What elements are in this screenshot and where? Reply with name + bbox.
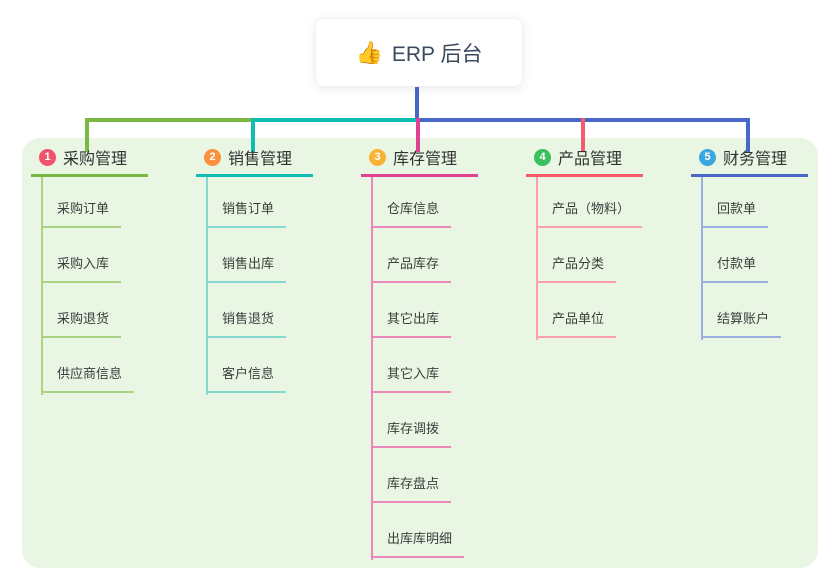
- branch-vertical-line: [701, 177, 703, 340]
- branch-vertical-line: [536, 177, 538, 340]
- root-node-label: ERP 后台: [391, 42, 483, 66]
- child-node-出库库明细[interactable]: 出库库明细: [371, 530, 465, 558]
- drop-line: [746, 118, 750, 152]
- child-node-采购入库[interactable]: 采购入库: [41, 255, 122, 283]
- branch-label: 产品管理: [558, 151, 623, 168]
- panel-background: [22, 138, 818, 568]
- branch-node-产品管理[interactable]: 4 产品管理: [526, 146, 643, 177]
- thumbs-up-icon: 👍: [355, 39, 383, 65]
- child-node-采购退货[interactable]: 采购退货: [41, 310, 122, 338]
- child-node-产品分类[interactable]: 产品分类: [536, 255, 617, 283]
- child-node-供应商信息[interactable]: 供应商信息: [41, 365, 135, 393]
- child-node-销售出库[interactable]: 销售出库: [206, 255, 287, 283]
- drop-line: [85, 118, 89, 152]
- drop-line: [251, 118, 255, 152]
- child-node-产品库存[interactable]: 产品库存: [371, 255, 452, 283]
- child-node-其它出库[interactable]: 其它出库: [371, 310, 452, 338]
- drop-line: [416, 118, 420, 152]
- child-node-销售退货[interactable]: 销售退货: [206, 310, 287, 338]
- child-node-客户信息[interactable]: 客户信息: [206, 365, 287, 393]
- child-node-其它入库[interactable]: 其它入库: [371, 365, 452, 393]
- child-node-付款单[interactable]: 付款单: [701, 255, 769, 283]
- drop-line: [581, 118, 585, 152]
- branch-label: 采购管理: [63, 151, 128, 168]
- child-node-库存盘点[interactable]: 库存盘点: [371, 475, 452, 503]
- child-node-产品（物料）[interactable]: 产品（物料）: [536, 200, 643, 228]
- child-node-采购订单[interactable]: 采购订单: [41, 200, 122, 228]
- branch-node-财务管理[interactable]: 5 财务管理: [691, 146, 808, 177]
- root-node[interactable]: 👍 ERP 后台: [315, 18, 523, 87]
- branch-number-badge: 1: [39, 148, 56, 166]
- branch-number-badge: 4: [534, 148, 551, 166]
- branch-node-销售管理[interactable]: 2 销售管理: [196, 146, 313, 177]
- child-node-回款单[interactable]: 回款单: [701, 200, 769, 228]
- branch-node-采购管理[interactable]: 1 采购管理: [31, 146, 148, 177]
- branch-node-库存管理[interactable]: 3 库存管理: [361, 146, 478, 177]
- branch-number-badge: 2: [204, 148, 221, 166]
- branch-vertical-line: [206, 177, 208, 395]
- child-node-仓库信息[interactable]: 仓库信息: [371, 200, 452, 228]
- connector-segment: [85, 118, 253, 122]
- child-node-销售订单[interactable]: 销售订单: [206, 200, 287, 228]
- branch-label: 财务管理: [723, 151, 788, 168]
- child-node-产品单位[interactable]: 产品单位: [536, 310, 617, 338]
- branch-vertical-line: [41, 177, 43, 395]
- connector-segment: [251, 118, 418, 122]
- branch-label: 库存管理: [393, 151, 458, 168]
- trunk-line: [415, 86, 419, 122]
- child-node-库存调拨[interactable]: 库存调拨: [371, 420, 452, 448]
- child-node-结算账户[interactable]: 结算账户: [701, 310, 782, 338]
- branch-number-badge: 3: [369, 148, 386, 166]
- branch-vertical-line: [371, 177, 373, 560]
- branch-number-badge: 5: [699, 148, 716, 166]
- branch-label: 销售管理: [228, 151, 293, 168]
